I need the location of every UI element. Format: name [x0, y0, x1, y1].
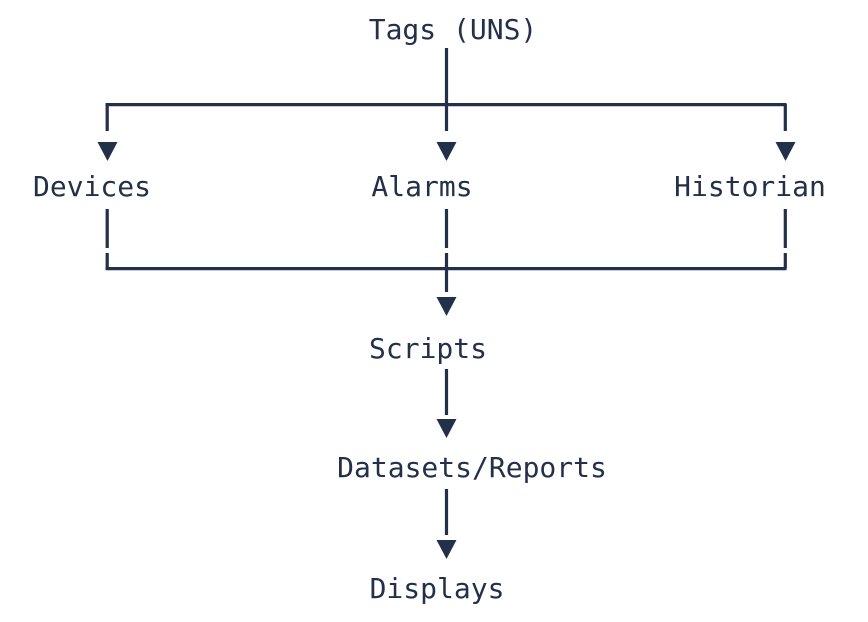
arrowhead-scripts — [436, 297, 457, 316]
node-scripts[interactable]: Scripts — [368, 332, 488, 365]
arrowhead-historian — [775, 142, 796, 161]
arrowhead-datasets — [436, 419, 457, 438]
node-historian[interactable]: Historian — [674, 170, 826, 203]
node-devices[interactable]: Devices — [32, 170, 152, 203]
arrowhead-displays — [436, 540, 457, 559]
node-displays[interactable]: Displays — [369, 572, 505, 605]
arrowhead-devices — [97, 142, 118, 161]
node-datasets-reports[interactable]: Datasets/Reports — [337, 451, 607, 484]
node-tags[interactable]: Tags (UNS) — [368, 13, 538, 46]
node-alarms[interactable]: Alarms — [371, 170, 473, 203]
arrowhead-alarms — [436, 142, 457, 161]
